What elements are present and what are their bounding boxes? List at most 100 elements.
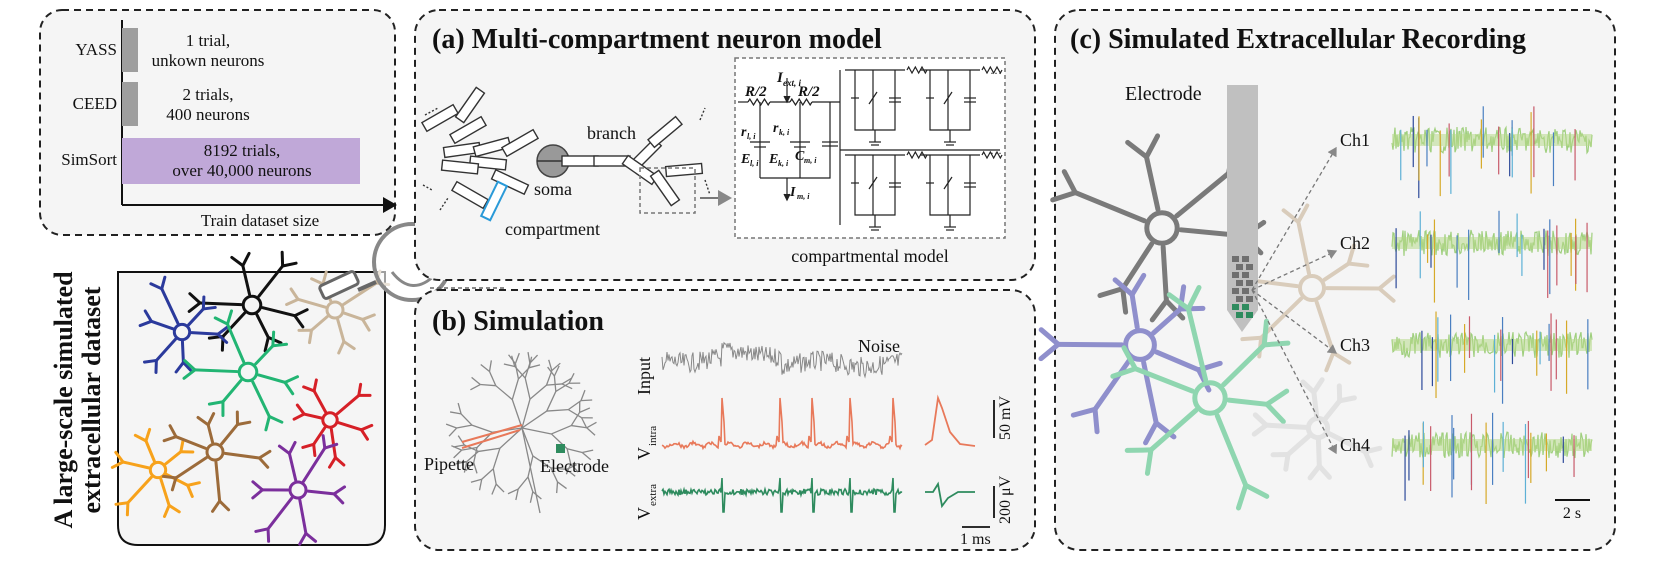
- circuit-ellipsis: …: [990, 63, 1002, 77]
- side-title-line1: A large-scale simulated: [49, 271, 78, 529]
- channel-band: [1392, 134, 1592, 146]
- compartment-segment: [561, 155, 599, 167]
- scale-ms: 1 ms: [960, 531, 991, 548]
- compartmental-model-label: compartmental model: [791, 246, 948, 266]
- neuron-purple: [251, 434, 347, 546]
- v-intra-sub: intra: [647, 426, 659, 446]
- probe-site: [1242, 256, 1249, 262]
- bar-ceed: [122, 82, 138, 126]
- channel-arrow: [1251, 249, 1338, 291]
- bar-yass: [122, 28, 138, 72]
- neuron-brown: [161, 410, 272, 513]
- channel-band: [1392, 339, 1592, 351]
- probe-site: [1242, 272, 1249, 278]
- probe-site: [1236, 312, 1243, 318]
- r-l-label: r: [741, 125, 747, 140]
- probe-site: [1246, 296, 1253, 302]
- branch-label: branch: [587, 123, 636, 143]
- channel-label-4: Ch4: [1340, 435, 1370, 455]
- neuron-red: [292, 378, 374, 469]
- v-extra-label: V: [634, 507, 654, 520]
- panel-a: (a) Multi-compartment neuron model branc…: [414, 9, 1036, 281]
- compartment-segment: [649, 169, 681, 207]
- i-ext-sub: ext, i: [783, 78, 801, 88]
- bar-label-yass: YASS: [75, 40, 117, 59]
- probe-site: [1242, 288, 1249, 294]
- channel-arrow: [1251, 289, 1338, 354]
- circuit-box: [734, 57, 1006, 239]
- compartment-neuron: [420, 86, 711, 222]
- v-intra-label: V: [634, 447, 654, 460]
- probe-site: [1232, 304, 1239, 310]
- probe-site: [1232, 256, 1239, 262]
- bar-label-ceed: CEED: [73, 94, 117, 113]
- compartment-segment: [440, 159, 480, 175]
- probe-site: [1236, 264, 1243, 270]
- neuron-collage: [110, 250, 391, 546]
- r-k-label: r: [773, 121, 779, 136]
- chart-xlabel: Train dataset size: [201, 211, 319, 230]
- noise-label: Noise: [858, 336, 900, 356]
- compartment-segment: [472, 136, 512, 158]
- probe-site: [1246, 312, 1253, 318]
- panel-c-title: (c) Simulated Extracellular Recording: [1070, 24, 1526, 55]
- e-l-sub: l, i: [750, 159, 759, 168]
- panel-c: (c) Simulated Extracellular Recording El…: [1038, 9, 1616, 551]
- bar-annotation-line1: 8192 trials,: [204, 141, 281, 160]
- r-half-left: R/2: [744, 84, 767, 100]
- compartment-segment: [448, 115, 488, 145]
- i-m-label: I: [789, 185, 796, 200]
- input-noise-trace: [661, 341, 903, 379]
- compartment-label: compartment: [505, 219, 600, 239]
- probe-site: [1232, 272, 1239, 278]
- r-l-sub: l, i: [747, 132, 756, 141]
- intracellular-spike-zoom: [924, 394, 976, 447]
- bar-simsort: [122, 138, 360, 184]
- probe-site: [1232, 288, 1239, 294]
- neuron-green: [182, 309, 300, 432]
- scale-s: 2 s: [1563, 505, 1581, 522]
- channel-label-1: Ch1: [1340, 130, 1370, 150]
- input-label: Input: [634, 357, 654, 395]
- neuron-lavender: [1038, 272, 1223, 446]
- channel-band: [1392, 237, 1592, 249]
- i-m-sub: m, i: [797, 192, 810, 201]
- bar-annotation-line2: over 40,000 neurons: [172, 161, 311, 180]
- neuron-mint: [1110, 285, 1291, 511]
- bar-annotation-line1: 2 trials,: [183, 85, 234, 104]
- compartment-segment: [450, 180, 490, 210]
- probe-site: [1242, 304, 1249, 310]
- neuron-pale: [1251, 377, 1383, 481]
- panel-b: (b) Simulation Pipette Electrode Noise I…: [414, 289, 1036, 551]
- panel-a-title: (a) Multi-compartment neuron model: [432, 24, 882, 55]
- c-m-sub: m, i: [804, 156, 817, 165]
- channel-arrow: [1251, 289, 1338, 455]
- scale-uv: 200 μV: [997, 475, 1014, 524]
- probe-site: [1236, 280, 1243, 286]
- c-m-label: C: [795, 149, 805, 164]
- compartment-segment: [664, 162, 704, 178]
- bar-label-simsort: SimSort: [61, 150, 117, 169]
- pipette-label: Pipette: [424, 454, 474, 474]
- electrode-marker: [556, 444, 565, 453]
- r-k-sub: k, i: [779, 128, 790, 137]
- side-title-line2: extracellular dataset: [77, 286, 106, 513]
- e-l-label: E: [740, 152, 750, 167]
- pipette-line-1: [461, 424, 523, 443]
- extracellular-spike-zoom: [925, 481, 975, 509]
- pipette-line-2: [461, 429, 521, 449]
- neuron-blue: [138, 275, 230, 374]
- bar-annotation-line2: 400 neurons: [166, 105, 250, 124]
- soma-label: soma: [534, 179, 572, 199]
- compartment-segment: [647, 115, 683, 149]
- electrode-label-b: Electrode: [540, 456, 609, 476]
- neuron-black: [187, 250, 309, 353]
- channel-label-3: Ch3: [1340, 335, 1370, 355]
- probe-site: [1246, 264, 1253, 270]
- probe-site: [1246, 280, 1253, 286]
- scale-mv: 50 mV: [997, 396, 1014, 440]
- electrode-label-c: Electrode: [1125, 83, 1202, 105]
- side-title: A large-scale simulated extracellular da…: [49, 271, 106, 529]
- neuron-orange: [110, 427, 201, 518]
